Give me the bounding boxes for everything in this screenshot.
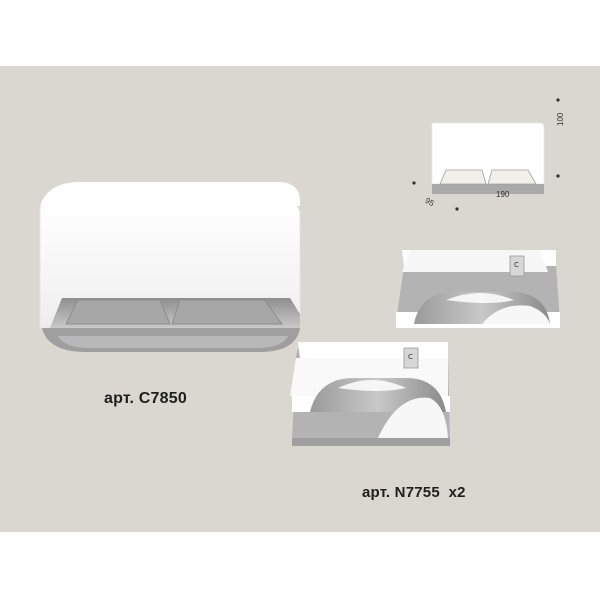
housing-preview <box>412 98 560 211</box>
dimension-height: 100 <box>556 112 565 126</box>
housing-article-label: арт. C7850 <box>104 390 187 407</box>
product-drawing: C C <box>0 66 600 532</box>
svg-text:C: C <box>514 261 519 269</box>
insert-upper: C <box>396 250 560 328</box>
svg-text:C: C <box>408 353 413 361</box>
insert-article-label: арт. N7755 x2 <box>362 484 466 501</box>
product-illustration: C C 100 190 95 арт. C7850 арт. N7755 x2 <box>0 66 600 532</box>
dimension-width: 190 <box>496 190 510 199</box>
insert-lower: C <box>290 342 450 446</box>
housing-c7850 <box>39 182 301 352</box>
